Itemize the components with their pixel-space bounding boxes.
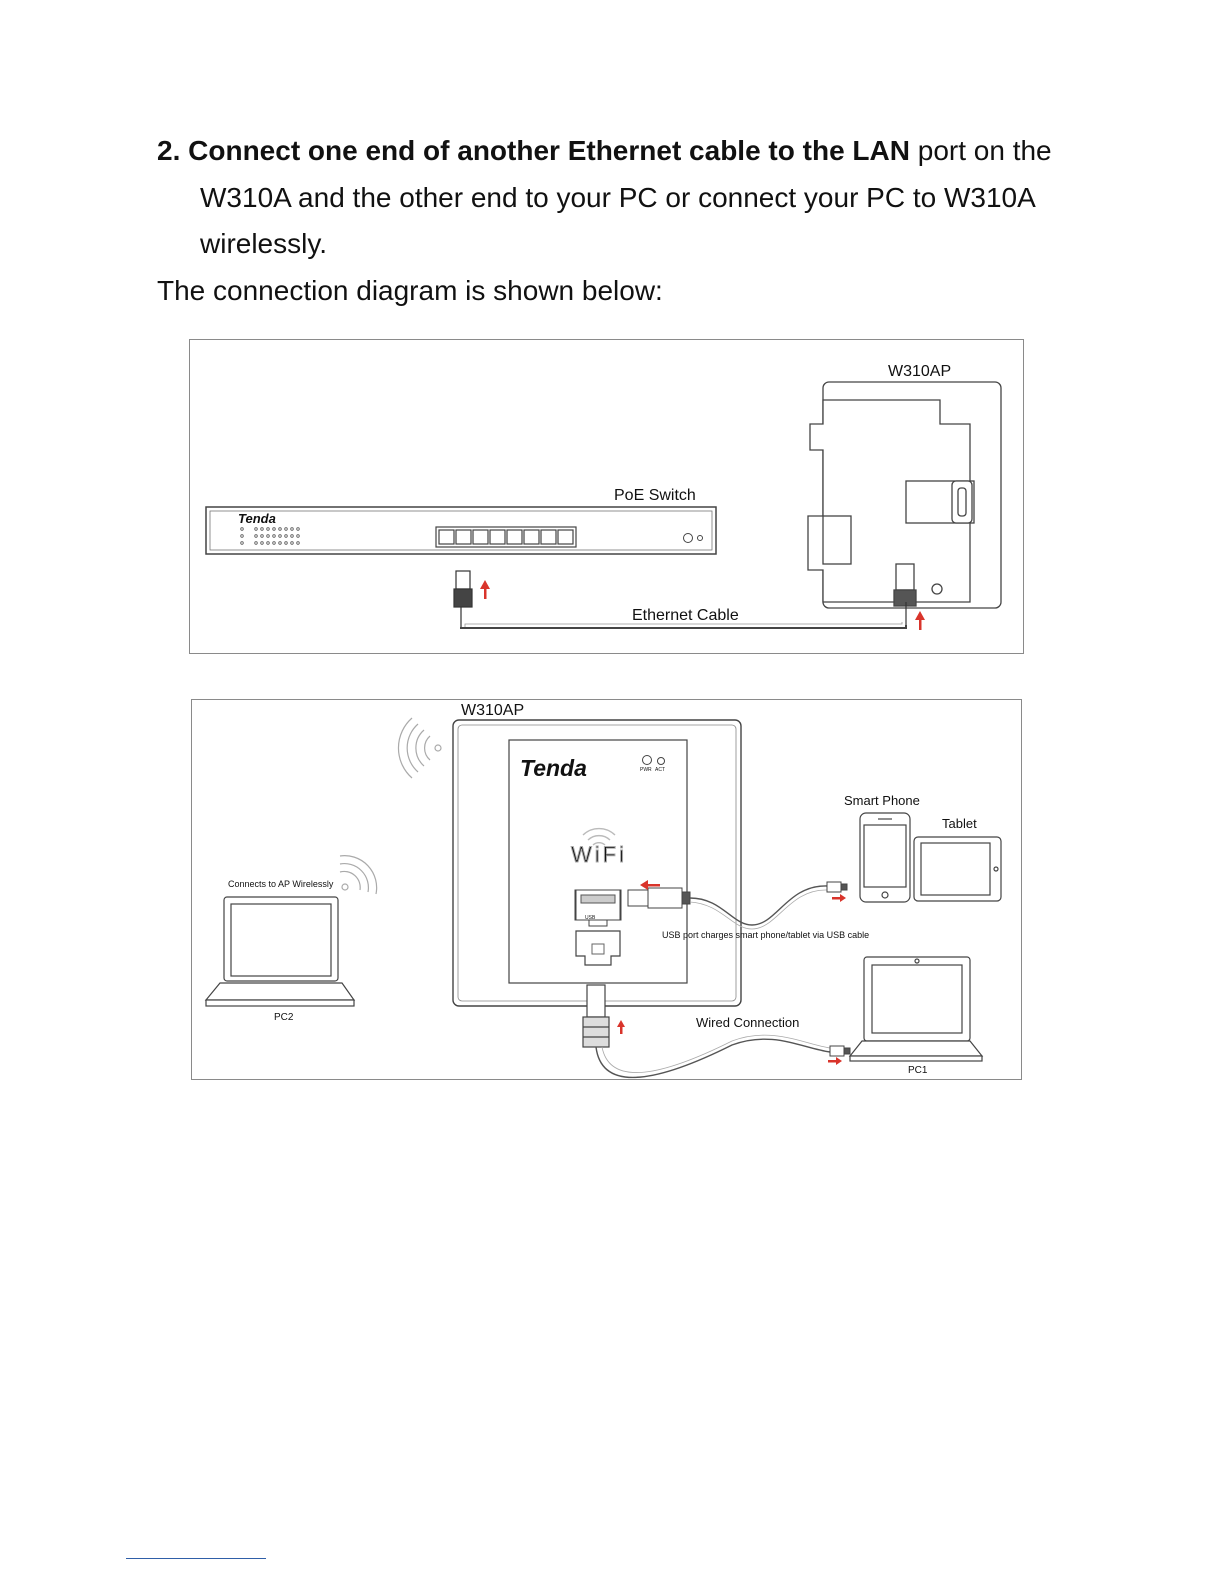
led-label-pwr: PWR (640, 767, 652, 773)
step-text-line2: W310A and the other end to your PC or co… (200, 181, 1036, 213)
red-up-arrow-icon (480, 580, 925, 630)
fig2-device-label-wrap: W310AP (461, 702, 524, 719)
ethernet-cable (460, 625, 907, 629)
micro-usb-plug-icon (826, 881, 848, 893)
usb-charge-note: USB port charges smart phone/tablet via … (662, 930, 869, 940)
step-text-line1: port on the (909, 135, 1052, 166)
tablet-icon (913, 836, 1002, 902)
ap-brand-logo: Tenda (520, 755, 587, 781)
usb-plug-icon (627, 887, 691, 909)
wifi-logo-signal-icon (582, 827, 616, 846)
w310ap-back-icon (807, 381, 1002, 609)
w310ap-label-top: W310AP (888, 363, 951, 380)
wireless-wired-diagram: Tenda PWR ACT WiFi USB USB port charges … (191, 699, 1022, 1080)
wifi-signal-icon (397, 717, 442, 779)
pc1-laptop-icon (848, 956, 984, 1062)
w310ap-label-fig2: W310AP (461, 702, 524, 719)
diagram-intro: The connection diagram is shown below: (157, 275, 663, 306)
poe-diagram-svg: Tenda PoE Switch W310AP (205, 363, 1002, 630)
pc1-label: PC1 (908, 1065, 928, 1076)
step-text-line3: wirelessly. (200, 228, 328, 259)
step-2-paragraph: 2. Connect one end of another Ethernet c… (157, 128, 1057, 268)
wireless-note: Connects to AP Wirelessly (228, 879, 334, 889)
tablet-label: Tablet (942, 816, 977, 831)
poe-connection-diagram: Tenda PoE Switch W310AP (189, 339, 1024, 654)
pc2-laptop-icon (204, 896, 356, 1007)
smart-phone-icon (859, 812, 911, 903)
switch-brand-logo: Tenda (238, 511, 276, 526)
pc1-side-plug-icon (829, 1045, 851, 1057)
ethernet-cable-wired (595, 1038, 831, 1079)
lan-port-icon (575, 930, 621, 966)
poe-switch-label: PoE Switch (614, 487, 696, 504)
footnote-separator (126, 1558, 266, 1559)
switch-side-connector-icon (453, 570, 473, 627)
pc2-label: PC2 (274, 1012, 294, 1023)
red-arrow-icon (617, 880, 846, 1065)
usb-cable (689, 885, 828, 926)
ap-ethernet-plug-icon (582, 984, 610, 1048)
pc2-wifi-signal-icon (339, 855, 378, 895)
ethernet-cable-label: Ethernet Cable (632, 607, 739, 624)
w310ap-front-icon (452, 719, 742, 1007)
led-label-act: ACT (655, 767, 665, 773)
usb-port-label: USB (585, 915, 596, 921)
step-bold-text: Connect one end of another Ethernet cabl… (188, 135, 910, 166)
smart-phone-label: Smart Phone (844, 793, 920, 808)
device-diagram-svg: Tenda PWR ACT WiFi USB USB port charges … (204, 717, 1002, 1079)
usb-port-icon (575, 889, 621, 921)
poe-switch-icon (205, 506, 717, 555)
wifi-logo: WiFi (571, 842, 627, 867)
step-number: 2. (157, 135, 181, 166)
wired-connection-label: Wired Connection (696, 1015, 799, 1030)
